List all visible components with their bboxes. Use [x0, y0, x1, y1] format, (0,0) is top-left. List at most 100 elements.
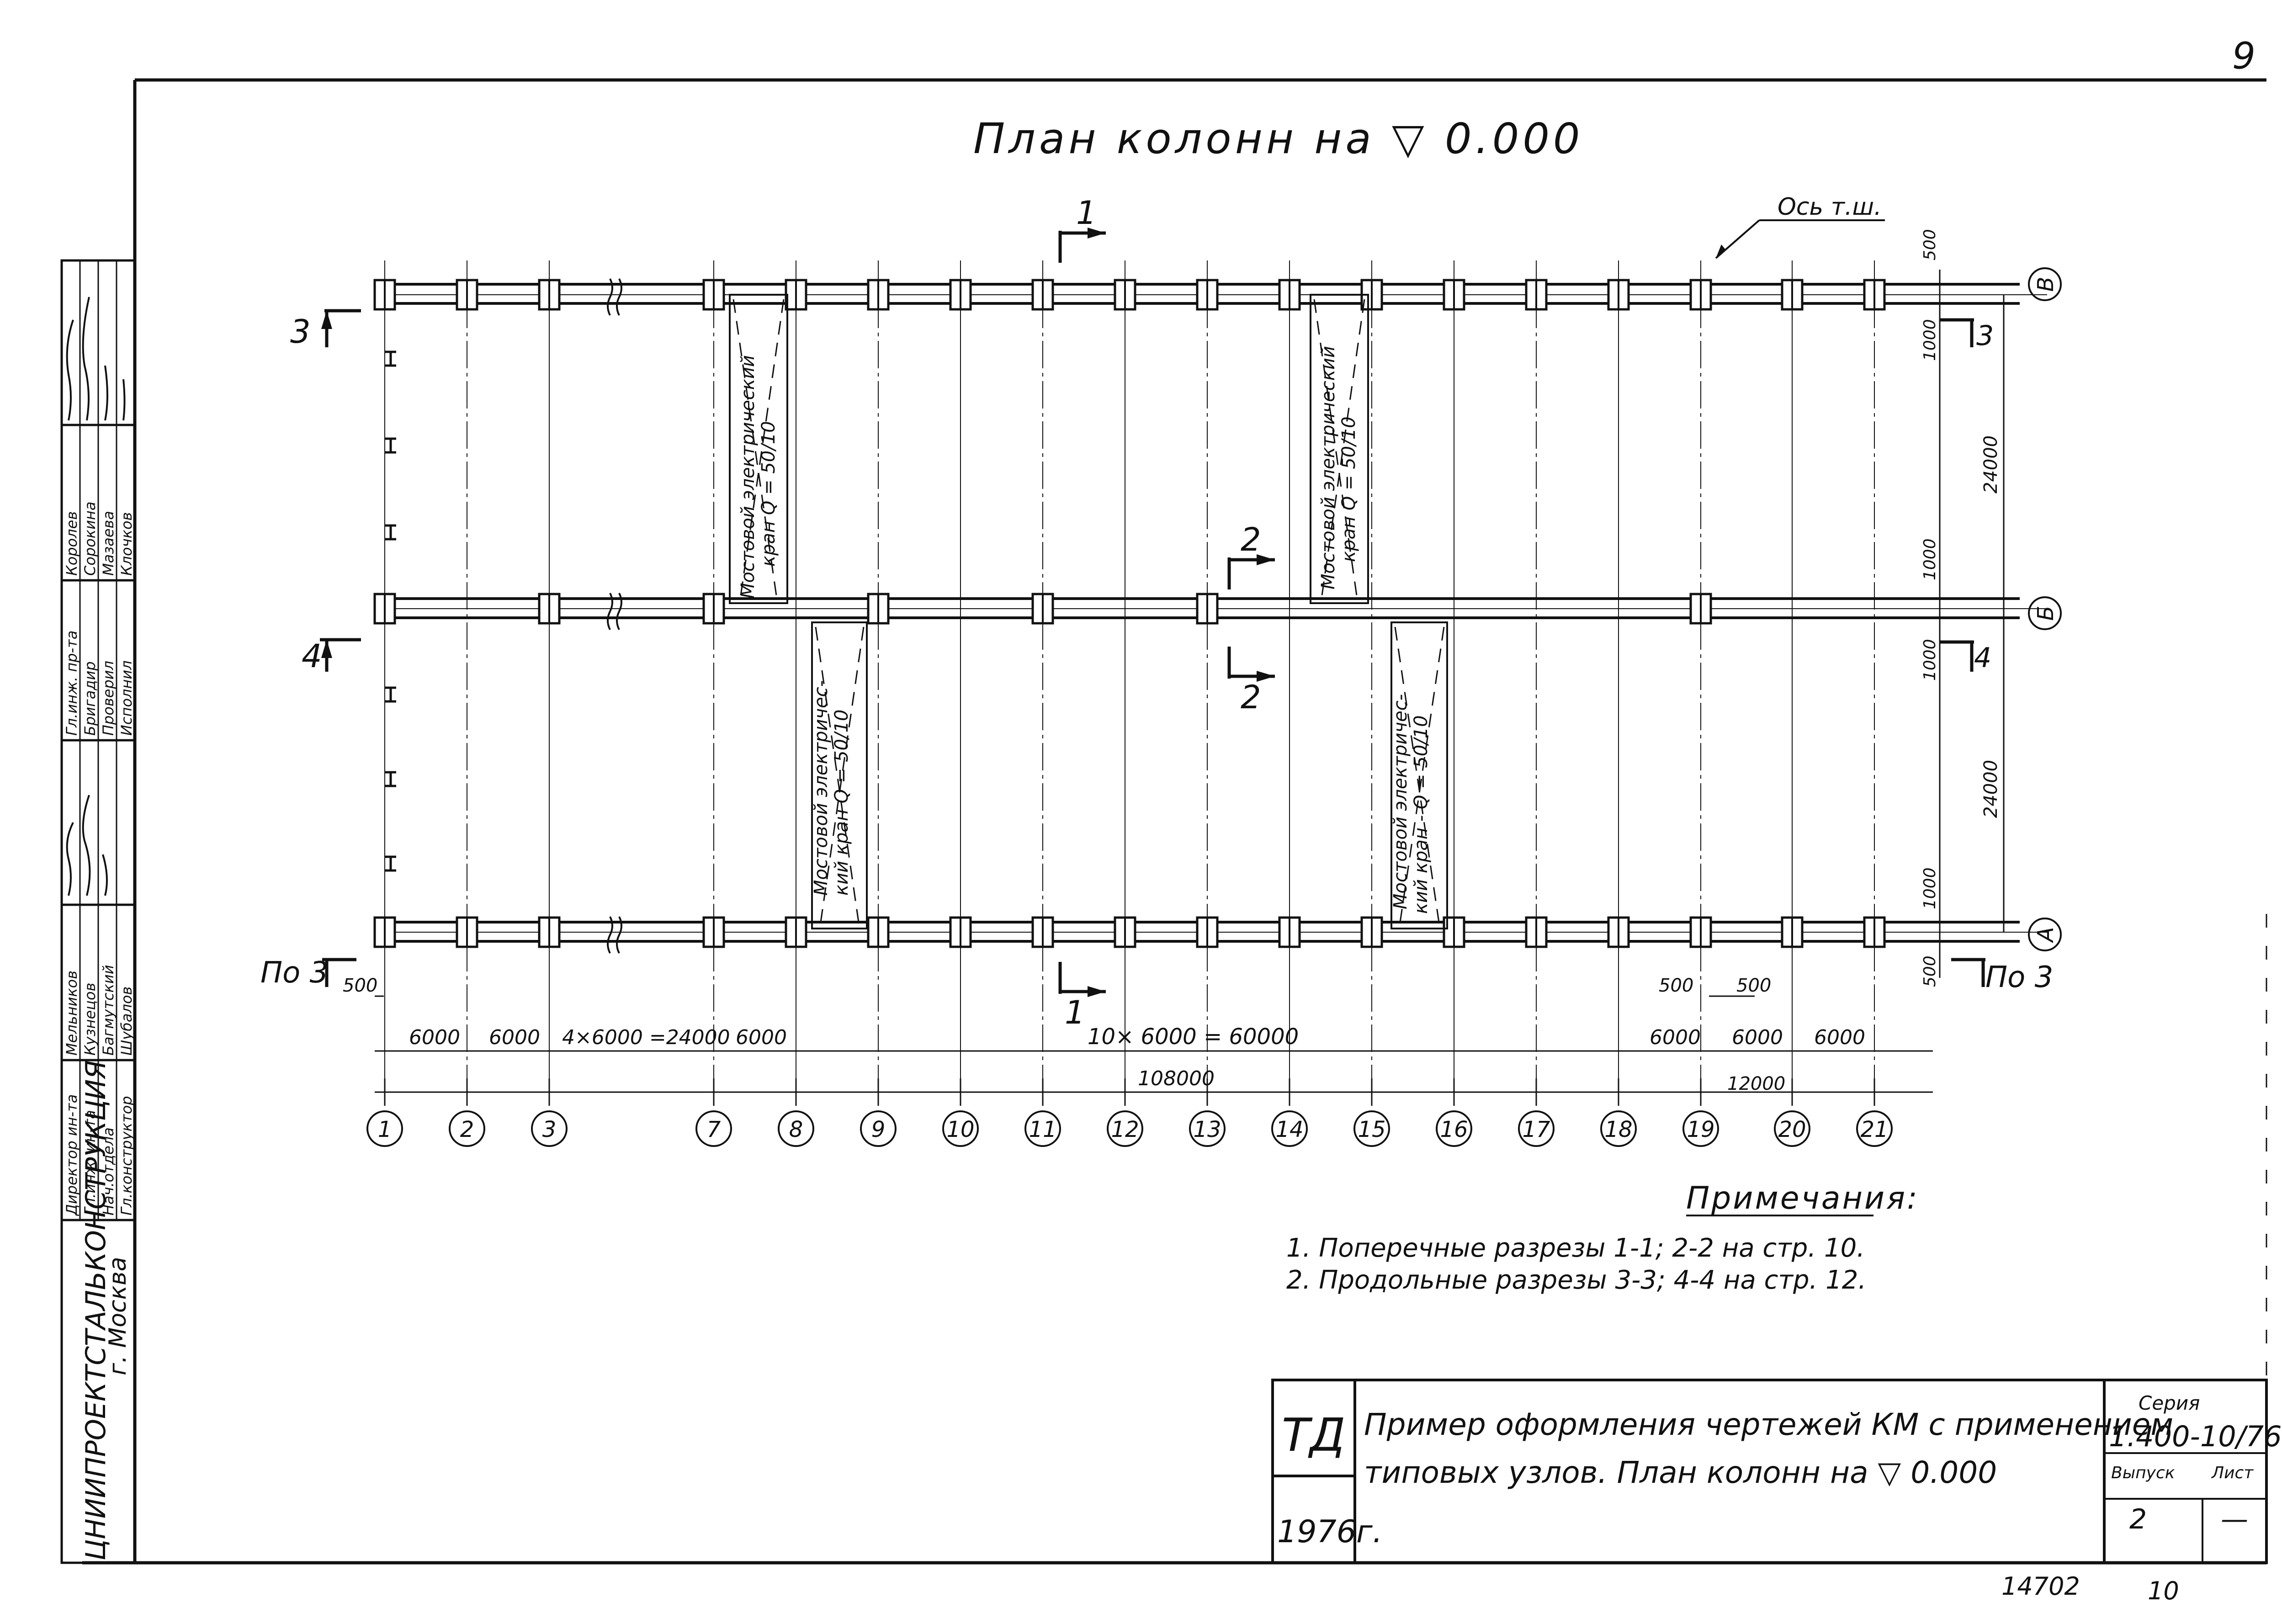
column-grid	[384, 260, 1875, 1106]
column-9	[867, 279, 890, 311]
column-1	[373, 916, 396, 948]
dim-6000-r1: 6000	[1650, 1026, 1701, 1049]
column-axis-bubble-7	[695, 1110, 732, 1147]
column-2	[456, 916, 478, 948]
dim-v24000-2: 24000	[1980, 760, 2001, 818]
column-20	[1781, 279, 1804, 311]
column-8	[785, 279, 807, 311]
section-4-left-label: 4	[302, 637, 322, 675]
section-2-bottom	[1227, 647, 1275, 679]
title-block-desc-1: Пример оформления чертежей КМ с применен…	[1364, 1407, 2173, 1442]
column-19	[1689, 916, 1712, 948]
role2-3: Проверил	[100, 661, 117, 736]
column-axis-bubble-16	[1436, 1110, 1472, 1147]
vertical-dimensions: 500 1000 24000 1000 1000 24000 1000 500	[1921, 229, 2005, 987]
dim-v1000-1: 1000	[1921, 319, 1939, 361]
column-axis-label-1: 1	[378, 1117, 392, 1142]
section-3-left-label: 3	[290, 313, 311, 350]
column-13	[1196, 593, 1219, 625]
column-14	[1278, 916, 1301, 948]
horizontal-dimensions	[375, 995, 1933, 1093]
column-21	[1863, 916, 1886, 948]
column-3	[538, 916, 561, 948]
inventory-number: 14702	[2001, 1572, 2080, 1601]
column-13	[1196, 916, 1219, 948]
column-axis-label-14: 14	[1275, 1117, 1303, 1142]
title-block-year: 1976г.	[1277, 1514, 1382, 1550]
column-10	[949, 916, 972, 948]
dim-6000-a: 6000	[409, 1026, 460, 1049]
dim-6000-b: 6000	[489, 1026, 540, 1049]
dim-v1000-4: 1000	[1921, 867, 1939, 909]
sheet-number: 9	[2232, 35, 2255, 77]
column-11	[1031, 593, 1054, 625]
dim-500-r2: 500	[1736, 975, 1771, 996]
section-2-bottom-label: 2	[1241, 679, 1261, 716]
title-block-code: ТД	[1282, 1408, 1345, 1462]
dim-12000: 12000	[1727, 1073, 1785, 1094]
crane-3-label2: кий кран Q = 50/10	[831, 710, 852, 896]
column-7	[702, 916, 725, 948]
column-axis-bubble-19	[1682, 1110, 1719, 1147]
row-axis-v: В	[2033, 277, 2059, 292]
column-2	[456, 279, 478, 311]
series-label: Серия	[2139, 1392, 2200, 1414]
name2-3: Мазаева	[100, 511, 117, 576]
crane-3-label1: Мостовой электричес-	[811, 680, 832, 896]
column-8	[785, 916, 807, 948]
columns	[373, 279, 1886, 948]
column-1	[373, 593, 396, 625]
column-axis-label-7: 7	[707, 1117, 721, 1142]
column-axis-bubble-10	[942, 1110, 979, 1147]
role2-4: Исполнил	[118, 660, 135, 736]
column-axis-label-15: 15	[1358, 1117, 1385, 1142]
org-name: ЦНИИПРОЕКТСТАЛЬКОНСТРУКЦИЯ	[80, 1060, 112, 1560]
column-17	[1525, 279, 1548, 311]
column-axis-label-3: 3	[542, 1117, 557, 1142]
section-po3-left-label: По 3	[260, 956, 328, 990]
column-axis-bubble-18	[1600, 1110, 1637, 1147]
notes-heading: Примечания:	[1686, 1180, 1919, 1216]
column-axis-label-13: 13	[1193, 1117, 1221, 1142]
column-axis-label-8: 8	[789, 1117, 803, 1142]
column-axis-bubble-13	[1189, 1110, 1226, 1147]
note-1: 1. Поперечные разрезы 1-1; 2-2 на стр. 1…	[1286, 1233, 1865, 1263]
column-17	[1525, 916, 1548, 948]
crane-2-label1: Мостовой электрический	[1318, 346, 1339, 589]
column-18	[1607, 916, 1630, 948]
dim-6000-r3: 6000	[1814, 1026, 1865, 1049]
column-16	[1443, 279, 1465, 311]
column-19	[1689, 593, 1712, 625]
dim-v24000-1: 24000	[1980, 435, 2001, 494]
section-po3-right	[1951, 958, 1985, 987]
dim-4x6000: 4×6000 =24000	[562, 1026, 730, 1049]
crane-1: Мостовой электрический кран Q = 50/10	[729, 294, 788, 604]
crane-2-label2: кран Q = 50/10	[1338, 416, 1359, 562]
name-2: Кузнецов	[81, 983, 99, 1056]
column-axis-bubble-14	[1271, 1110, 1308, 1147]
column-axis-label-21: 21	[1860, 1117, 1888, 1142]
column-18	[1607, 279, 1630, 311]
column-10	[949, 279, 972, 311]
column-axis-bubble-11	[1024, 1110, 1061, 1147]
column-axis-label-2: 2	[460, 1117, 474, 1142]
dim-500-left: 500	[343, 975, 377, 996]
series-value: 1.400-10/76	[2109, 1420, 2282, 1453]
column-axis-bubble-15	[1353, 1110, 1390, 1147]
dim-500-r1: 500	[1659, 975, 1693, 996]
dim-6000-c: 6000	[736, 1026, 787, 1049]
notes: Примечания: 1. Поперечные разрезы 1-1; 2…	[1286, 1180, 1919, 1295]
column-21	[1863, 279, 1886, 311]
dim-v500-top: 500	[1921, 229, 1939, 260]
column-1	[373, 279, 396, 311]
column-9	[867, 593, 890, 625]
page-number: 10	[2148, 1576, 2179, 1605]
section-3-right-label: 3	[1976, 320, 1994, 352]
dim-v1000-3: 1000	[1921, 639, 1939, 681]
crane-1-label2: кран Q = 50/10	[758, 421, 779, 567]
section-1-bottom	[1058, 962, 1106, 994]
name-3: Багмутский	[100, 965, 117, 1056]
column-12	[1114, 279, 1136, 311]
sheet-label: Лист	[2211, 1464, 2254, 1482]
axis-thermal-joint: Ось т.ш.	[1715, 193, 1885, 259]
